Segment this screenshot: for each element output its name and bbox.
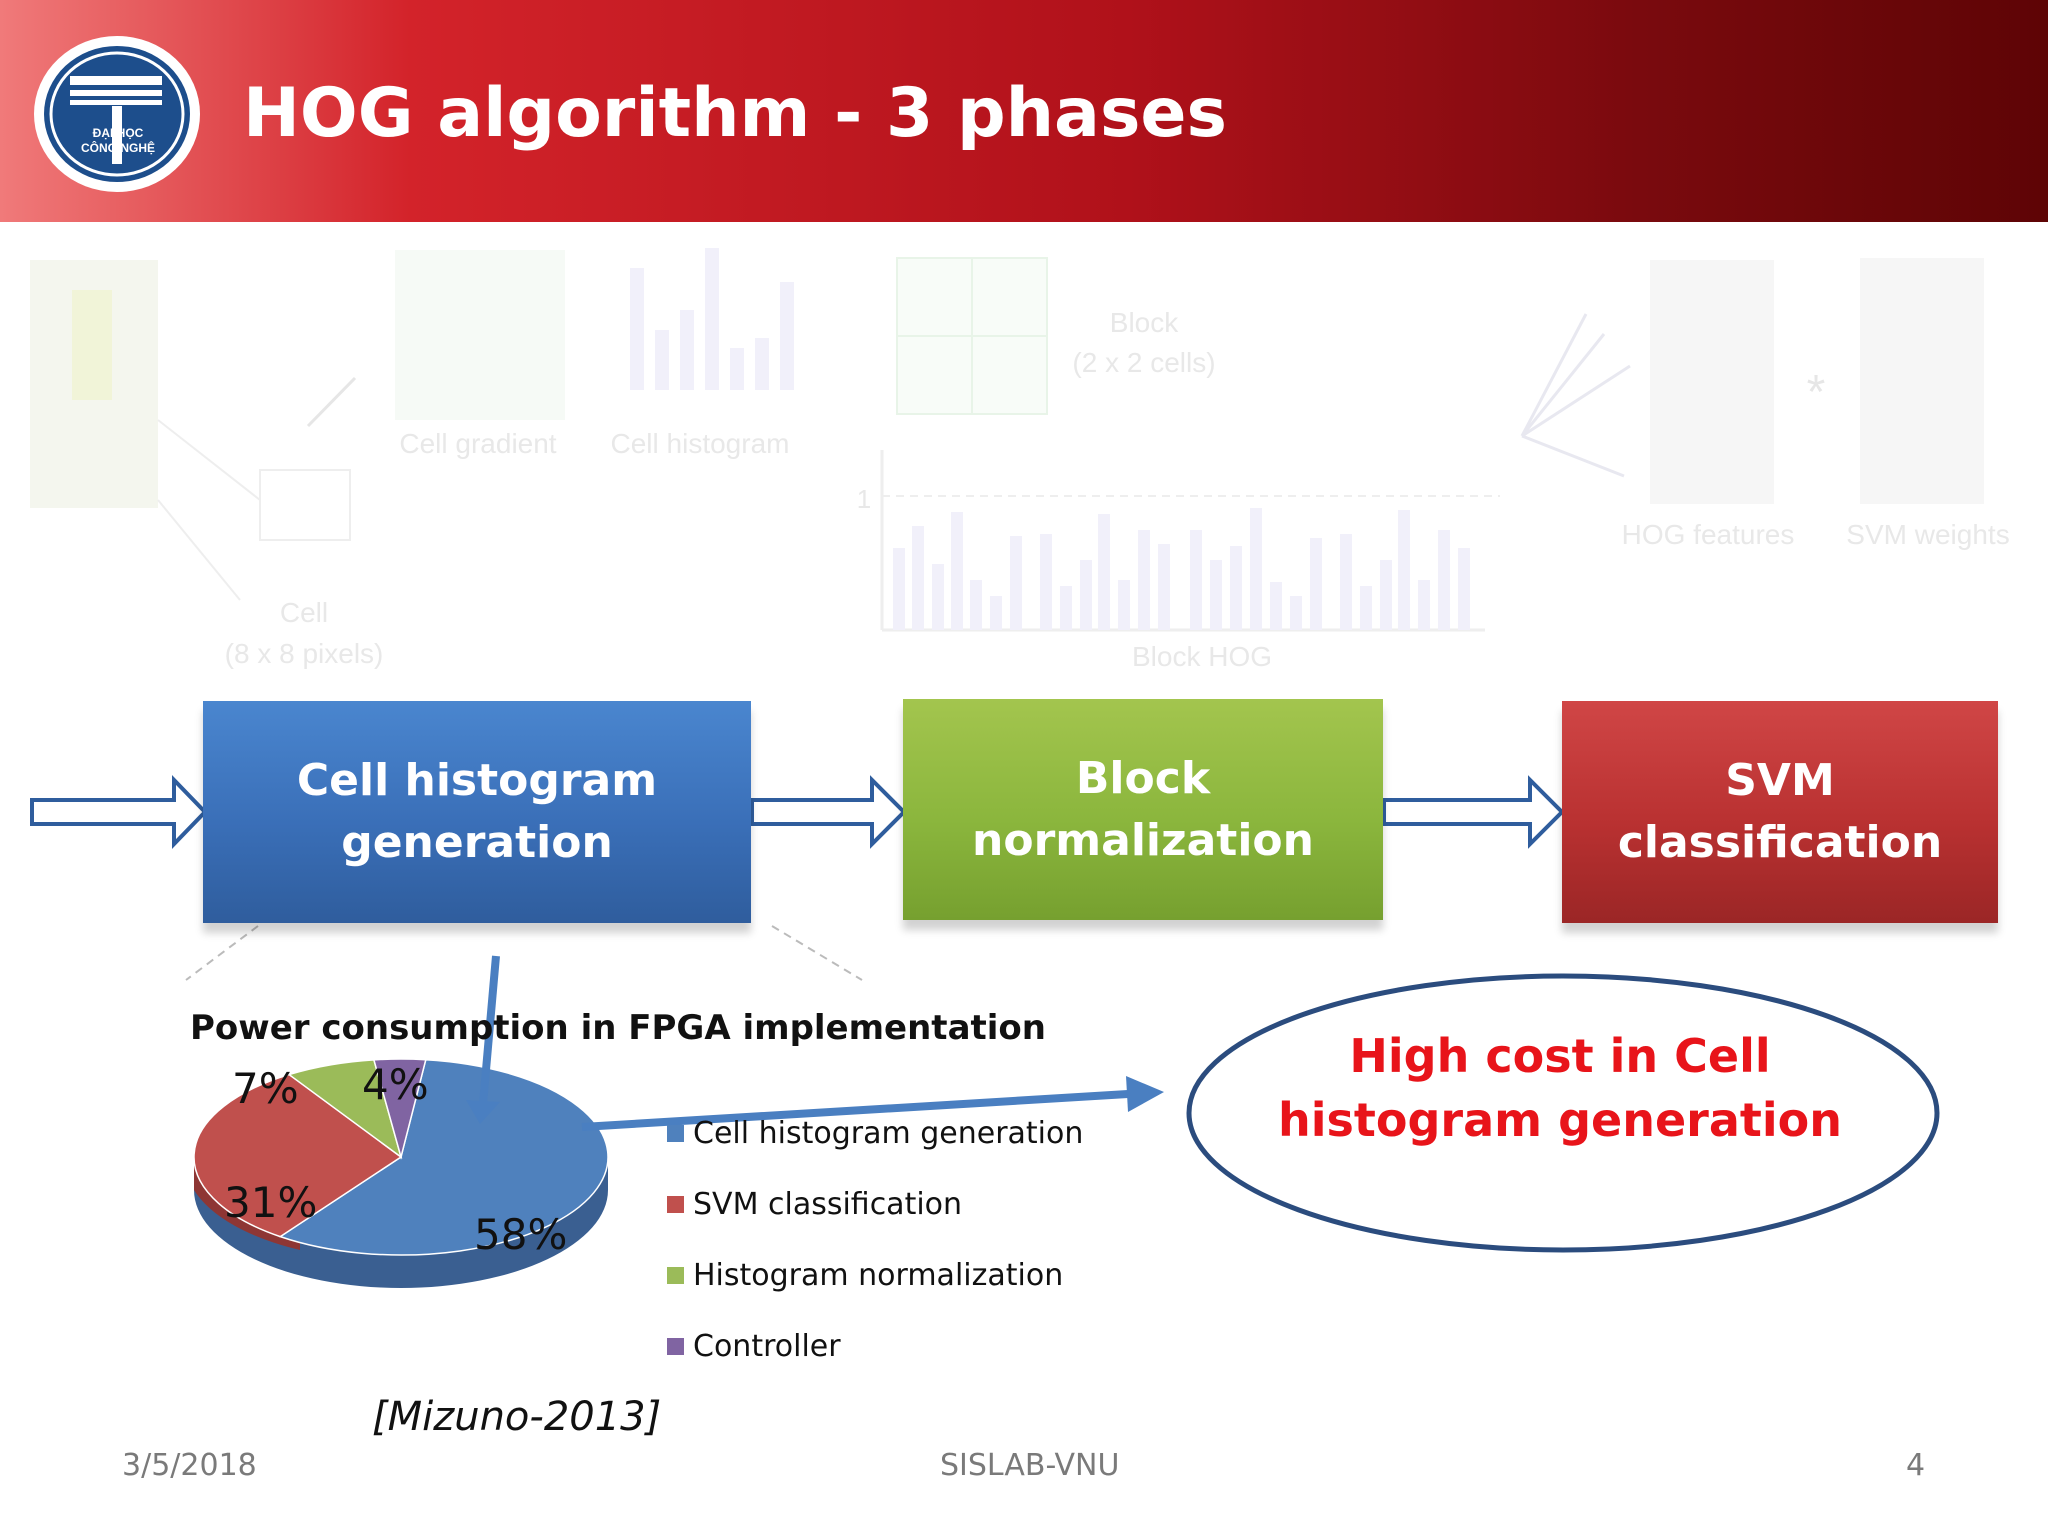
legend-label: Cell histogram generation	[693, 1116, 1084, 1151]
legend-swatch-green	[667, 1267, 684, 1284]
cell-gradient-label: Cell gradient	[399, 428, 556, 459]
pie-label-controller: 4%	[362, 1060, 429, 1109]
pie-label-cell-histogram: 58%	[474, 1210, 568, 1259]
slide-header	[0, 0, 2048, 222]
box1-line2: generation	[341, 817, 613, 868]
cell-histogram-label: Cell histogram	[611, 428, 790, 459]
cell-box	[259, 469, 351, 541]
block-label-line1: Block	[1110, 307, 1179, 338]
footer-center: SISLAB-VNU	[940, 1448, 1120, 1483]
legend-label: Histogram normalization	[693, 1258, 1064, 1293]
arrow-2-to-3	[1382, 775, 1565, 849]
legend-swatch-purple	[667, 1338, 684, 1355]
pie-chart-title: Power consumption in FPGA implementation	[190, 1008, 1046, 1048]
legend-item-svm-classification: SVM classification	[667, 1187, 962, 1222]
block-hog-label: Block HOG	[1132, 641, 1272, 672]
zoom-line-right	[771, 925, 863, 981]
cell-gradient-grid	[395, 250, 565, 420]
pointer-arrow-right	[581, 1090, 1129, 1131]
pie-slice-svm-classification	[193, 1073, 403, 1238]
university-logo: ĐẠI HỌC CÔNG NGHỆ	[34, 36, 200, 192]
input-arrow	[30, 775, 208, 849]
cell-histogram-generation-box: Cell histogram generation	[203, 701, 751, 923]
block-normalization-box: Block normalization	[903, 699, 1383, 920]
hog-features-panel	[1650, 260, 1774, 504]
callout-ellipse	[1186, 973, 1940, 1253]
pie-label-histogram-normalization: 7%	[232, 1064, 299, 1113]
legend-swatch-red	[667, 1196, 684, 1213]
svm-classification-box: SVM classification	[1562, 701, 1998, 923]
legend-label: Controller	[693, 1329, 841, 1364]
hog-features-label: HOG features	[1622, 519, 1795, 550]
block-label-line2: (2 x 2 cells)	[1072, 347, 1215, 378]
cell-histogram-bars	[630, 248, 794, 390]
pie-slice-cell-histogram	[278, 1058, 609, 1256]
cell-label-line1: Cell	[280, 597, 328, 628]
block-hog-bars	[893, 508, 1470, 630]
slide-title: HOG algorithm - 3 phases	[243, 74, 1228, 153]
pie-slice-controller	[372, 1058, 427, 1160]
legend-swatch-blue	[667, 1125, 684, 1142]
weight-arrows	[1520, 313, 1631, 478]
arrow-1-to-2	[750, 775, 907, 849]
footer-date: 3/5/2018	[122, 1448, 257, 1483]
svm-weights-label: SVM weights	[1846, 519, 2009, 550]
callout-text: High cost in Cell histogram generation	[1230, 1024, 1890, 1152]
gradient-arrow	[306, 376, 357, 428]
legend-item-cell-histogram: Cell histogram generation	[667, 1116, 1083, 1151]
citation: [Mizuno-2013]	[372, 1394, 662, 1440]
pie-label-svm-classification: 31%	[224, 1178, 318, 1227]
callout-line2: histogram generation	[1278, 1093, 1842, 1147]
faded-hog-diagram: * Cell gradient Cell histogram Block (2 …	[30, 248, 2010, 672]
svm-weights-panel	[1860, 258, 1984, 504]
logo-text-line2: CÔNG NGHỆ	[81, 140, 155, 155]
zoom-line-left	[185, 925, 259, 981]
times-symbol: *	[1807, 366, 1826, 419]
callout-line1: High cost in Cell	[1349, 1029, 1771, 1083]
logo-text-line1: ĐẠI HỌC	[93, 126, 144, 140]
legend-label: SVM classification	[693, 1187, 963, 1222]
axis-one-label: 1	[857, 484, 871, 514]
pie-chart	[193, 1058, 609, 1288]
box1-line1: Cell histogram	[296, 755, 658, 807]
legend-item-histogram-normalization: Histogram normalization	[667, 1258, 1063, 1293]
footer-page-number: 4	[1906, 1448, 1926, 1483]
legend-item-controller: Controller	[667, 1329, 841, 1364]
pointer-arrow-down	[479, 955, 500, 1105]
cell-label-line2: (8 x 8 pixels)	[225, 638, 384, 669]
